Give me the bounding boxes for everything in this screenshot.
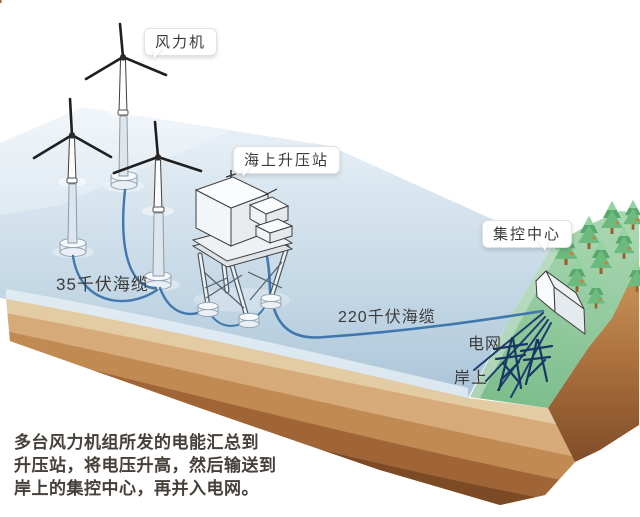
control-center-building	[535, 270, 586, 336]
callout-offshore-substation-text: 海上升压站	[244, 152, 330, 169]
wind-turbine-1	[84, 22, 168, 177]
callout-control-center-text: 集控中心	[493, 226, 562, 243]
label-onshore: 岸上	[454, 370, 489, 387]
rotor-blades	[84, 22, 168, 81]
caption-line-3: 岸上的集控中心，再并入电网。	[14, 479, 259, 498]
callout-wind-turbine: 风力机	[144, 28, 218, 56]
caption-line-2: 升压站，将电压升高，然后输送到	[14, 456, 277, 475]
cable-35kv-lines	[71, 188, 270, 327]
transmission-pylons	[492, 336, 554, 392]
offshore-substation-structure	[191, 170, 294, 329]
label-power-grid: 电网	[468, 336, 503, 353]
trees	[0, 0, 640, 309]
cable-220kv-line	[264, 250, 545, 339]
caption-text: 多台风力机组所发的电能汇总到 升压站，将电压升高，然后输送到 岸上的集控中心，再…	[14, 431, 277, 500]
label-cable-35kv: 35千伏海缆	[56, 275, 149, 294]
callout-control-center: 集控中心	[482, 220, 573, 248]
callout-offshore-substation: 海上升压站	[233, 146, 341, 174]
callout-wind-turbine-text: 风力机	[155, 34, 207, 51]
rotor-blades	[32, 97, 113, 160]
caption-line-1: 多台风力机组所发的电能汇总到	[14, 433, 259, 452]
wind-turbine-3	[112, 120, 203, 277]
rotor-blades	[112, 120, 203, 175]
cliff-face	[548, 213, 639, 462]
label-cable-220kv: 220千伏海缆	[338, 309, 436, 326]
wind-turbine-2	[32, 97, 113, 244]
